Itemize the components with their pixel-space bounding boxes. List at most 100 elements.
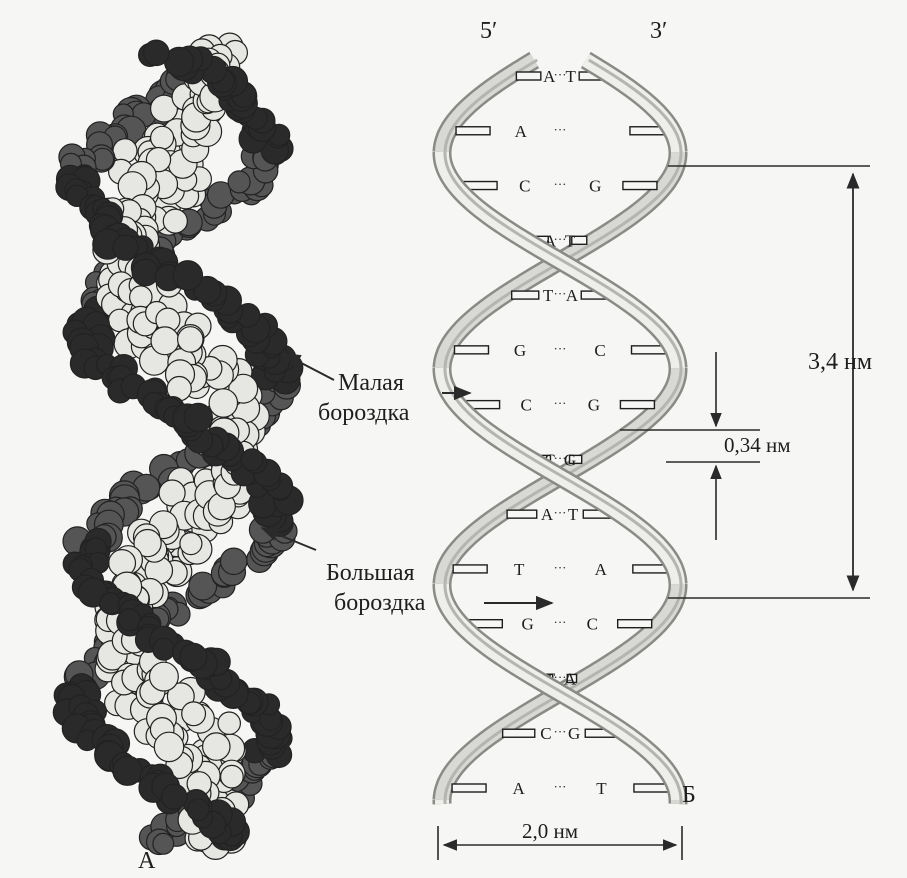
pitch-label: 3,4 нм xyxy=(808,349,872,375)
base-pair-11-right-base: A xyxy=(564,669,577,688)
backbone-atom-793 xyxy=(160,783,188,810)
base-atom-605 xyxy=(150,326,180,356)
base-pair-8-left-base: A xyxy=(541,505,554,524)
backbone-atom-117 xyxy=(219,547,248,576)
base-pair-9-right-base: A xyxy=(595,560,608,579)
strand-2-segment-shade-0 xyxy=(443,58,538,153)
base-pair-5-hbond: ··· xyxy=(554,341,567,356)
base-atom-198 xyxy=(112,138,138,164)
base-pair-6: C ··· G xyxy=(464,396,656,415)
base-pair-8-hbond: ··· xyxy=(554,505,567,520)
base-pair-4-hbond: ··· xyxy=(554,286,567,301)
base-atom-492 xyxy=(219,764,244,789)
major-groove-label-line1: Большая xyxy=(326,560,415,586)
base-pair-5-left-base: G xyxy=(514,341,526,360)
backbone-atom-240 xyxy=(227,170,251,194)
base-pair-7-left-base: C xyxy=(544,450,555,469)
base-pair-10-left-base: G xyxy=(522,615,534,634)
base-atom-138 xyxy=(158,479,186,507)
base-pair-6-right-base: G xyxy=(588,396,600,415)
backbone-atom-791 xyxy=(172,260,204,291)
minor-groove-label-line2: бороздка xyxy=(318,400,410,426)
base-pair-1-right-stub xyxy=(629,126,665,136)
base-pair-9-left-base: T xyxy=(514,560,525,579)
base-pair-13-left-stub xyxy=(451,783,487,793)
base-pair-2-right-base: G xyxy=(589,177,601,196)
base-atom-271 xyxy=(133,528,162,558)
backbone-atom-795 xyxy=(183,402,213,433)
front-strand-ribbon xyxy=(432,51,688,805)
base-pair-9-left-stub xyxy=(452,564,488,574)
base-atom-607 xyxy=(177,326,204,353)
backbone-atom-787 xyxy=(152,637,176,661)
strand-2-segment-0 xyxy=(435,54,538,153)
base-pair-1-left-base: A xyxy=(515,122,528,141)
base-atom-192 xyxy=(179,531,203,556)
base-pair-13-left-base: A xyxy=(512,779,525,798)
base-pair-1-hbond: ··· xyxy=(554,122,567,137)
base-pair-9-right-stub xyxy=(632,564,668,574)
base-pair-8-right-base: T xyxy=(568,505,579,524)
backbone-atom-731 xyxy=(112,234,139,261)
backbone-atom-747 xyxy=(112,755,143,786)
base-pair-0-hbond: ··· xyxy=(554,67,567,82)
backbone-atom-705 xyxy=(240,448,264,472)
base-pair-6-left-base: C xyxy=(520,396,531,415)
base-pair-11-right-stub xyxy=(566,673,578,684)
base-atom-589 xyxy=(181,701,207,727)
major-groove-label-line2: бороздка xyxy=(334,590,426,616)
base-atom-611 xyxy=(148,661,179,692)
base-pair-12-right-base: G xyxy=(568,724,580,743)
base-pair-12-left-stub xyxy=(501,728,536,738)
backbone-atom-767 xyxy=(131,258,160,287)
base-pair-2: C···G xyxy=(462,177,658,196)
base-pair-5: G ··· C xyxy=(453,341,667,360)
strand-1-segment-2 xyxy=(435,368,685,585)
space-filling-dna-model xyxy=(52,32,304,860)
base-pair-10-right-stub xyxy=(616,618,653,629)
base-atom-159 xyxy=(150,94,179,123)
base-pair-13-right-base: T xyxy=(596,779,607,798)
strand-2-segment-3 xyxy=(435,584,685,801)
base-pair-12-left-base: C xyxy=(540,724,551,743)
base-pair-2-right-stub xyxy=(622,180,658,191)
base-atom-520 xyxy=(217,711,241,735)
base-pair-8: A···T xyxy=(506,505,614,524)
rise-label: 0,34 нм xyxy=(724,433,791,457)
base-pair-0-left-stub xyxy=(515,71,542,81)
base-pair-13: A···T xyxy=(451,779,669,798)
base-pair-1-left-stub xyxy=(455,126,491,136)
base-pair-13-right-stub xyxy=(633,783,669,793)
base-pair-6-hbond: ··· xyxy=(554,396,567,411)
base-pair-4-right-base: A xyxy=(566,286,579,305)
base-pair-5-right-base: C xyxy=(594,341,605,360)
base-pair-4-left-stub xyxy=(510,290,540,300)
base-pair-3-right-base: T xyxy=(565,231,576,250)
panel-b-label: Б xyxy=(682,782,696,808)
base-pair-6-right-stub xyxy=(619,399,656,410)
five-prime-label: 5′ xyxy=(480,18,497,44)
backbone-atom-679 xyxy=(99,592,122,615)
base-pair-3-right-stub xyxy=(571,235,588,246)
base-pair-5-left-stub xyxy=(453,345,490,355)
base-atom-170 xyxy=(150,125,175,150)
strand-1-segment-shade-0 xyxy=(588,58,683,153)
base-pairs: A···TA···C···GA···TT···AG···CC···GC···GA… xyxy=(451,67,669,798)
base-pair-2-left-base: C xyxy=(519,177,530,196)
base-pair-7-right-base: G xyxy=(564,450,576,469)
base-pair-10-right-base: C xyxy=(587,615,598,634)
base-pair-5-right-stub xyxy=(630,345,667,355)
base-pair-0-left-base: A xyxy=(543,67,556,86)
major-groove-arrow-left xyxy=(260,527,317,551)
base-pair-4: T···A xyxy=(510,286,610,305)
backbone-atom-21 xyxy=(152,832,175,855)
diameter-label: 2,0 нм xyxy=(522,819,578,843)
base-pair-10: G···C xyxy=(467,615,653,634)
backbone-atom-757 xyxy=(186,798,210,822)
three-prime-label: 3′ xyxy=(650,18,667,44)
base-pair-7-hbond: ··· xyxy=(554,450,567,465)
base-pair-12: C···G xyxy=(501,724,619,743)
base-atom-608 xyxy=(153,731,185,763)
minor-groove-label-line1: Малая xyxy=(338,370,404,396)
